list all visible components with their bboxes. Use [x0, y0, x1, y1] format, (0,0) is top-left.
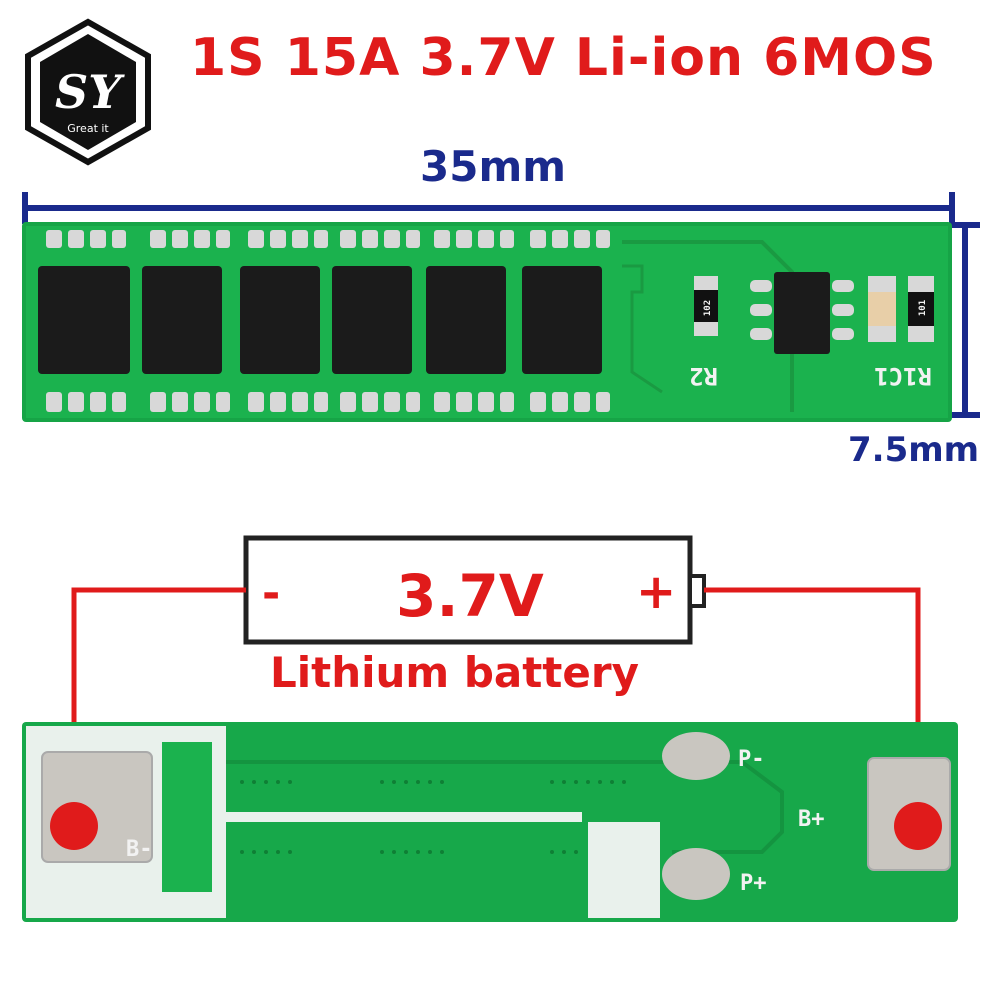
silkscreen-r2: R2 — [689, 362, 718, 390]
negative-solder-point — [50, 802, 98, 850]
logo-tagline: Great it — [67, 122, 109, 135]
pad-label-b-plus: B+ — [798, 807, 825, 832]
capacitor-c1 — [868, 276, 896, 342]
mosfet-row — [38, 230, 610, 412]
battery-voltage: 3.7V — [396, 562, 544, 630]
bottom-pcb: B- P- B+ P+ — [22, 722, 958, 922]
width-label: 7.5mm — [848, 430, 980, 470]
battery-terminal — [688, 574, 706, 608]
product-title: 1S 15A 3.7V Li-ion 6MOS — [190, 28, 937, 88]
control-ic — [750, 272, 854, 354]
positive-solder-point — [894, 802, 942, 850]
battery-caption: Lithium battery — [270, 648, 639, 697]
length-label: 35mm — [420, 142, 566, 191]
pad-label-b-minus: B- — [126, 837, 153, 862]
sy-logo: SY Great it — [25, 18, 151, 166]
top-pcb: 102 R2 101 R1C1 — [22, 222, 952, 422]
silkscreen-r1c1: R1C1 — [874, 362, 932, 390]
battery-minus-sign: - — [262, 568, 281, 619]
resistor-code-101: 101 — [918, 300, 928, 316]
logo-letters: SY — [55, 65, 125, 119]
pad-label-p-plus: P+ — [740, 871, 767, 896]
resistor-code-102: 102 — [703, 300, 713, 316]
resistor-r2: 102 — [694, 276, 718, 336]
pad-label-p-minus: P- — [738, 747, 765, 772]
resistor-r1: 101 — [908, 276, 934, 342]
battery-plus-sign: + — [636, 564, 677, 620]
